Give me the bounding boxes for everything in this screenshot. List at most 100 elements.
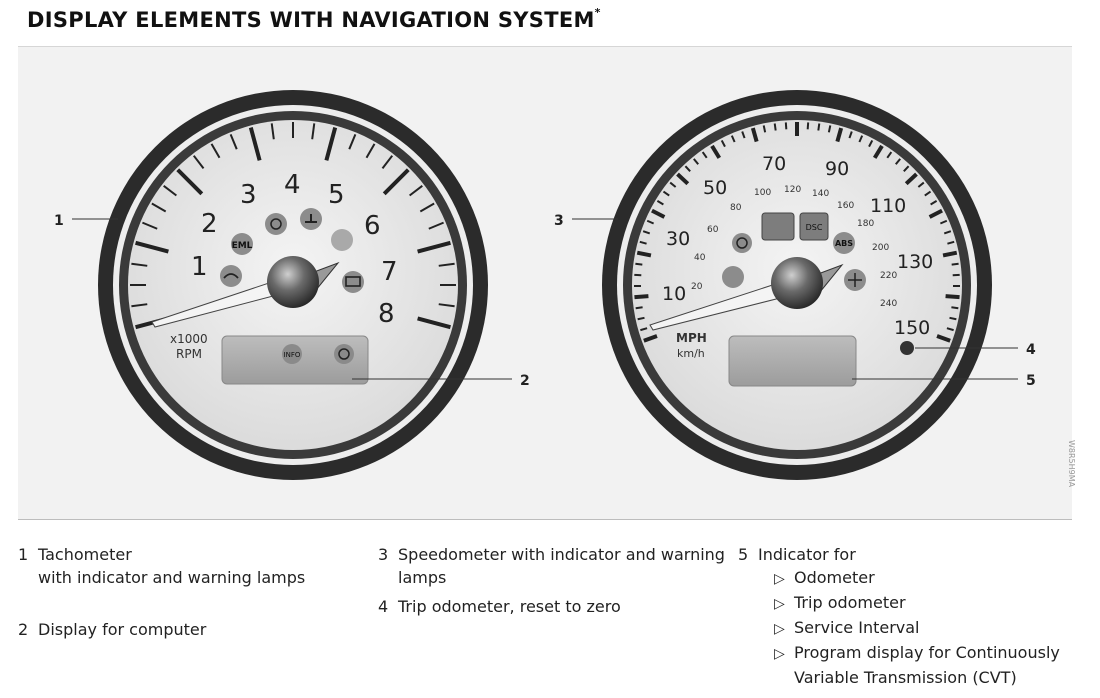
- speedo-tick: [917, 181, 925, 188]
- speedo-hub: [771, 257, 823, 309]
- tacho-tire-lamp: [334, 344, 354, 364]
- speedo-tick: [773, 123, 777, 131]
- tacho-tick: [365, 143, 376, 159]
- speedo-kmh-200: 200: [872, 243, 889, 253]
- speedo-mph-70: 70: [762, 153, 786, 175]
- speedo-kmh-120: 120: [784, 185, 801, 195]
- speedo-tick: [662, 190, 670, 197]
- speedo-tick: [928, 208, 943, 219]
- speedo-tick: [904, 172, 918, 186]
- tacho-num-8: 8: [378, 299, 395, 329]
- sub-label-service: Service Interval: [794, 618, 920, 637]
- speedo-tick: [858, 135, 864, 143]
- tachometer: 1 2 3 4 5 6 7 8 EML x1000 RPM INFO: [98, 90, 488, 480]
- tacho-num-1: 1: [191, 252, 208, 282]
- tacho-tick: [248, 127, 262, 161]
- caption-item-5-title: Indicator for: [758, 545, 856, 564]
- caption-item-5-number: 5: [738, 545, 749, 564]
- speedo-light-lamp: [722, 266, 744, 288]
- speedo-tick: [886, 151, 893, 159]
- tacho-tick: [428, 221, 444, 230]
- tacho-num-6: 6: [364, 211, 381, 241]
- speedo-tick: [817, 123, 821, 131]
- callout-2: 2: [520, 373, 530, 389]
- callout-lines: [72, 218, 1018, 380]
- triangle-bullet-icon: ▷: [774, 596, 785, 612]
- speedo-tick: [640, 327, 648, 332]
- speedo-dsc-label: DSC: [806, 223, 823, 232]
- speedo-tick: [848, 131, 853, 139]
- speedo-brake-lamp: [732, 233, 752, 253]
- speedo-kmh-40: 40: [694, 253, 706, 263]
- speedo-tick: [945, 294, 960, 300]
- speedo-unit-bottom: km/h: [677, 347, 705, 360]
- speedo-tick: [903, 165, 910, 172]
- speedo-mph-130: 130: [897, 251, 933, 273]
- speedo-tick: [951, 306, 959, 310]
- speedo-tick: [669, 181, 677, 188]
- tacho-tick: [417, 240, 451, 254]
- speedo-tick: [636, 250, 652, 258]
- caption-item-2-text: Display for computer: [38, 620, 207, 639]
- speedo-tick: [637, 316, 645, 321]
- page-title-text: DISPLAY ELEMENTS WITH NAVIGATION SYSTEM: [27, 8, 595, 32]
- sub-label-odometer: Odometer: [794, 568, 875, 587]
- tacho-info-lamp: [282, 344, 302, 364]
- trip-reset-button: [900, 341, 914, 355]
- speedo-tick: [868, 139, 874, 148]
- caption-item-1-title: Tachometer: [38, 545, 132, 564]
- tacho-tick: [131, 262, 148, 267]
- caption-5-sub-trip: ▷Trip odometer: [738, 591, 1060, 616]
- caption-item-1: 1 Tachometer with indicator and warning l…: [18, 543, 305, 589]
- tacho-num-2: 2: [201, 209, 218, 239]
- speedo-abs-lamp: [833, 232, 855, 254]
- caption-item-1-number: 1: [18, 545, 29, 564]
- caption-item-1-detail: with indicator and warning lamps: [38, 568, 306, 587]
- tacho-tick: [135, 240, 169, 254]
- speedo-tick: [656, 200, 664, 206]
- tacho-tick: [324, 127, 338, 161]
- speedo-tick: [951, 262, 959, 266]
- tacho-tick: [409, 184, 423, 197]
- caption-5-sub-cvt-cont: Variable Transmission (CVT): [738, 666, 1060, 689]
- tacho-tick: [142, 221, 158, 230]
- tacho-hub: [267, 256, 319, 308]
- caption-5-sub-service: ▷Service Interval: [738, 616, 1060, 641]
- tacho-tick: [419, 202, 435, 213]
- tacho-tick: [210, 143, 221, 159]
- speedo-mph-150: 150: [894, 317, 930, 339]
- speedo-tick: [942, 250, 958, 258]
- page-title: DISPLAY ELEMENTS WITH NAVIGATION SYSTEM*: [27, 6, 601, 32]
- triangle-bullet-icon: ▷: [774, 646, 785, 662]
- tacho-tick: [163, 184, 177, 197]
- speedo-ticks: [633, 122, 961, 343]
- speedo-tick: [872, 144, 884, 159]
- sub-label-cvt-cont: Variable Transmission (CVT): [794, 668, 1017, 687]
- speedo-tick: [720, 139, 726, 148]
- speedo-lcd: [728, 335, 857, 387]
- speedo-tick: [741, 131, 746, 139]
- speedo-kmh-60: 60: [707, 225, 719, 235]
- speedo-tick: [635, 262, 643, 266]
- speedo-tick: [651, 208, 666, 219]
- speedo-abs-label: ABS: [835, 239, 853, 248]
- speedo-tick: [684, 165, 691, 172]
- speedo-tick: [639, 240, 647, 245]
- speedometer: 10 30 50 70 90 110 130 150 20 40 60 80 1…: [602, 90, 992, 480]
- callout-3: 3: [554, 213, 564, 229]
- speedo-tick: [750, 127, 759, 143]
- callout-1: 1: [54, 213, 64, 229]
- speedo-tick: [642, 230, 651, 235]
- speedo-indicator-panel-right: [799, 212, 829, 241]
- speedo-mph-110: 110: [870, 195, 906, 217]
- speedo-kmh-240: 240: [880, 299, 897, 309]
- tacho-eml-lamp: [231, 233, 253, 255]
- tacho-tick: [192, 155, 205, 169]
- speedo-tick: [924, 190, 932, 197]
- callout-5: 5: [1026, 373, 1036, 389]
- tacho-oil-lamp: [220, 265, 242, 287]
- speedo-tick: [643, 334, 658, 343]
